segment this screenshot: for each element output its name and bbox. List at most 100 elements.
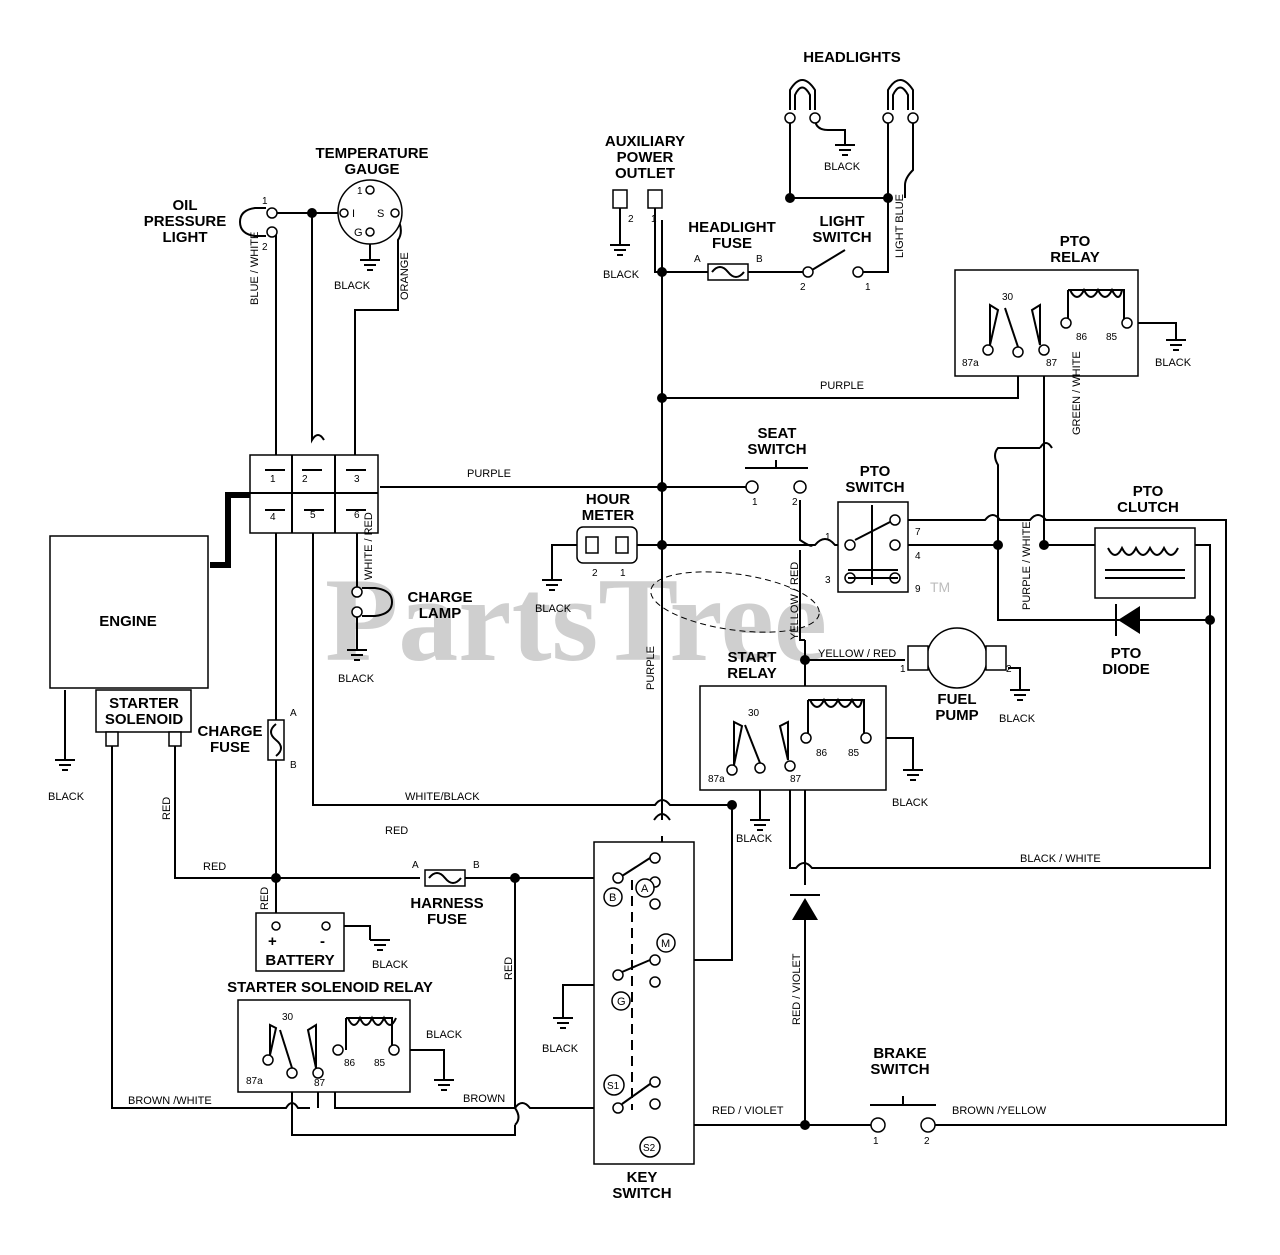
svg-text:PUMP: PUMP [935, 707, 978, 724]
harness-fuse: A B HARNESS FUSE [410, 860, 483, 928]
svg-text:2: 2 [592, 568, 598, 579]
svg-text:BROWN /YELLOW: BROWN /YELLOW [952, 1105, 1047, 1117]
watermark: PartsTree [325, 553, 827, 686]
svg-text:A: A [641, 883, 649, 895]
svg-text:87: 87 [314, 1078, 326, 1089]
svg-text:LAMP: LAMP [419, 605, 462, 622]
svg-text:BLACK: BLACK [892, 797, 929, 809]
svg-text:2: 2 [1006, 664, 1012, 675]
key-switch: B A M G S1 S2 KEY SWITCH [593, 841, 695, 1202]
svg-text:WHITE / RED: WHITE / RED [363, 512, 375, 580]
svg-text:+: + [268, 933, 277, 950]
svg-text:RELAY: RELAY [1050, 249, 1099, 266]
svg-text:CLUTCH: CLUTCH [1117, 499, 1179, 516]
svg-text:YELLOW / RED: YELLOW / RED [789, 562, 801, 640]
temperature-gauge: 1 I S G TEMPERATURE GAUGE [315, 145, 429, 245]
svg-text:LIGHT BLUE: LIGHT BLUE [894, 194, 906, 258]
svg-text:YELLOW / RED: YELLOW / RED [818, 648, 896, 660]
svg-text:RED: RED [161, 797, 173, 820]
svg-text:4: 4 [915, 551, 921, 562]
svg-text:9: 9 [915, 584, 921, 595]
svg-text:86: 86 [344, 1058, 356, 1069]
svg-text:B: B [290, 760, 297, 771]
watermark-tm: TM [930, 579, 950, 595]
svg-text:87: 87 [790, 774, 802, 785]
svg-text:SOLENOID: SOLENOID [105, 711, 184, 728]
svg-text:HARNESS: HARNESS [410, 895, 483, 912]
svg-text:TEMPERATURE: TEMPERATURE [315, 145, 428, 162]
svg-text:1: 1 [873, 1136, 879, 1147]
svg-text:1: 1 [865, 282, 871, 293]
svg-text:START: START [728, 649, 777, 666]
svg-text:4: 4 [270, 512, 276, 523]
svg-text:FUEL: FUEL [937, 691, 976, 708]
svg-text:1: 1 [825, 532, 831, 543]
svg-text:BLACK: BLACK [736, 833, 773, 845]
svg-text:RELAY: RELAY [727, 665, 776, 682]
charge-fuse: A B CHARGE FUSE [197, 708, 297, 771]
pto-diode: PTO DIODE [1102, 604, 1150, 678]
svg-text:30: 30 [1002, 292, 1014, 303]
svg-text:A: A [694, 254, 701, 265]
svg-text:AUXILIARY: AUXILIARY [605, 133, 685, 150]
oil-pressure-light: 12 OIL PRESSURE LIGHT [144, 196, 278, 253]
svg-text:85: 85 [1106, 332, 1118, 343]
svg-text:PTO: PTO [1133, 483, 1164, 500]
svg-text:BLACK: BLACK [535, 603, 572, 615]
svg-text:30: 30 [748, 708, 760, 719]
svg-text:RED / VIOLET: RED / VIOLET [712, 1105, 784, 1117]
svg-text:87a: 87a [246, 1076, 263, 1087]
svg-text:FUSE: FUSE [210, 739, 250, 756]
svg-text:RED: RED [503, 957, 515, 980]
svg-text:S1: S1 [607, 1081, 620, 1092]
svg-text:GREEN / WHITE: GREEN / WHITE [1071, 351, 1083, 435]
svg-text:BLACK: BLACK [1155, 357, 1192, 369]
pto-relay: 30 87a 87 86 85 PTO RELAY [954, 233, 1139, 377]
svg-text:G: G [354, 227, 363, 239]
svg-text:85: 85 [848, 748, 860, 759]
svg-text:CHARGE: CHARGE [407, 589, 472, 606]
svg-text:85: 85 [374, 1058, 386, 1069]
svg-text:S2: S2 [643, 1143, 656, 1154]
red-violet-diode [790, 894, 820, 920]
svg-text:87a: 87a [708, 774, 725, 785]
svg-text:BLACK: BLACK [542, 1043, 579, 1055]
svg-text:SWITCH: SWITCH [845, 479, 904, 496]
svg-text:PURPLE: PURPLE [467, 468, 511, 480]
svg-text:BLACK: BLACK [48, 791, 85, 803]
svg-text:OIL: OIL [173, 197, 198, 214]
svg-text:CHARGE: CHARGE [197, 723, 262, 740]
svg-text:RED: RED [259, 887, 271, 910]
svg-text:6: 6 [354, 510, 360, 521]
svg-text:1: 1 [262, 196, 268, 207]
pto-switch: 13 749 PTO SWITCH [825, 463, 921, 595]
svg-text:1: 1 [357, 186, 363, 197]
pto-clutch: PTO CLUTCH [1094, 483, 1196, 599]
svg-text:5: 5 [310, 510, 316, 521]
svg-text:FUSE: FUSE [427, 911, 467, 928]
svg-text:ENGINE: ENGINE [99, 613, 157, 630]
starter-solenoid-relay: 30 87a 87 86 85 STARTER SOLENOID RELAY [227, 979, 433, 1093]
wires [64, 119, 1227, 1136]
svg-text:BLACK: BLACK [426, 1029, 463, 1041]
svg-text:7: 7 [915, 527, 921, 538]
engine: ENGINE [49, 535, 209, 689]
charge-lamp: CHARGE LAMP [351, 586, 473, 622]
svg-text:STARTER: STARTER [109, 695, 179, 712]
starter-solenoid: STARTER SOLENOID [95, 689, 192, 747]
svg-text:B: B [609, 892, 616, 904]
svg-text:3: 3 [354, 474, 360, 485]
svg-text:S: S [377, 208, 384, 220]
headlights-label: HEADLIGHTS [803, 49, 901, 66]
svg-text:PTO: PTO [1111, 645, 1142, 662]
svg-text:PTO: PTO [1060, 233, 1091, 250]
wire-labels: BLACK BLACK BLACK BLACK BLACK BLACK BLAC… [48, 161, 1192, 1117]
svg-text:PURPLE: PURPLE [645, 646, 657, 690]
svg-text:BLACK / WHITE: BLACK / WHITE [1020, 853, 1101, 865]
svg-text:BLACK: BLACK [334, 280, 371, 292]
